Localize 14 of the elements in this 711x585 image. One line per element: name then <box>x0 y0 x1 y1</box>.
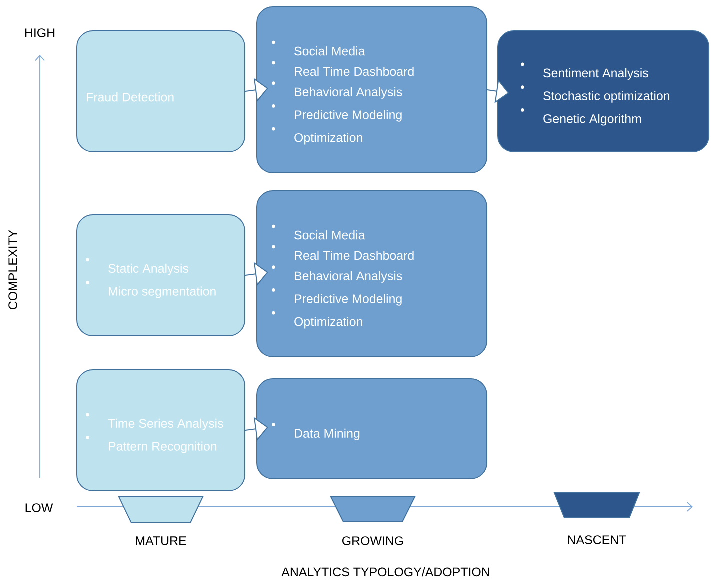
process-box: Sentiment Analysis Stochastic optimization Genetic Algorithm <box>498 30 710 152</box>
stage-label: GROWING <box>342 536 404 546</box>
process-box: Time Series Analysis Pattern Recognition <box>76 370 246 492</box>
process-box: Static Analysis Micro segmentation <box>76 214 246 336</box>
process-box: Data Mining <box>256 378 488 480</box>
process-box: Social Media Real Time Dashboard Behavioral Analysis Predictive Modeling Optimization <box>256 190 488 358</box>
stage-label: MATURE <box>136 536 186 546</box>
stage-label: NASCENT <box>568 536 626 544</box>
axis-label: COMPLEXITY <box>8 230 18 310</box>
process-box: Fraud Detection <box>76 30 246 152</box>
axis-label: HIGH <box>25 28 55 38</box>
axis-label: ANALYTICS TYPOLOGY/ADOPTION <box>282 567 490 577</box>
process-box: Social Media Real Time Dashboard Behavioral Analysis Predictive Modeling Optimization <box>256 6 488 174</box>
axis-label: LOW <box>26 504 54 512</box>
